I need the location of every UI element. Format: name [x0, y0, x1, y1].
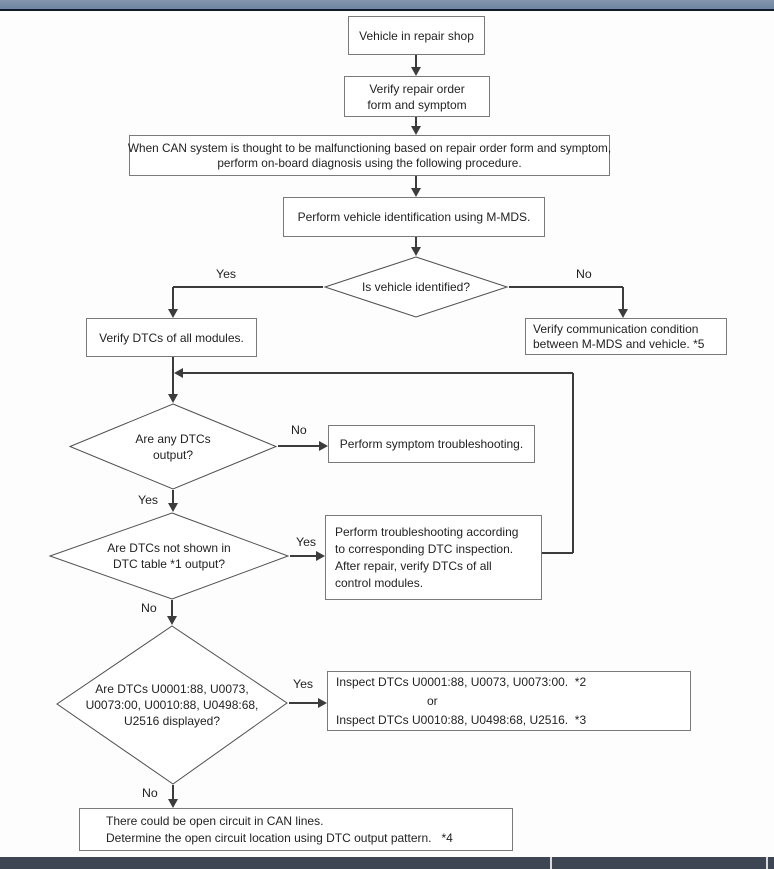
- diamond-shape: [56, 625, 288, 785]
- branch-label-yes: Yes: [216, 267, 237, 281]
- connector-line: [415, 237, 417, 248]
- branch-label-no: No: [576, 267, 592, 281]
- diamond-shape: [323, 256, 509, 318]
- arrowhead-down-icon: [411, 126, 421, 135]
- branch-label-yes: Yes: [296, 535, 317, 549]
- arrowhead-down-icon: [411, 247, 421, 256]
- decision-dtcs-not-in-table: Are DTCs not shown in DTC table *1 outpu…: [48, 512, 290, 600]
- connector-line: [415, 176, 417, 189]
- arrowhead-left-icon: [174, 368, 183, 378]
- arrowhead-down-icon: [167, 616, 177, 625]
- decision-text-line: U2516 displayed?: [123, 714, 221, 728]
- connector-line: [172, 357, 174, 395]
- decision-dtc-codes-displayed: Are DTCs U0001:88, U0073, U0073:00, U001…: [55, 625, 289, 785]
- node-text-line: perform on-board diagnosis using the fol…: [217, 155, 522, 170]
- node-inspect-dtcs: Inspect DTCs U0001:88, U0073, U0073:00. …: [327, 671, 691, 731]
- arrowhead-right-icon: [319, 441, 328, 451]
- decision-text-line: U0073:00, U0010:88, U0498:68,: [85, 698, 259, 712]
- node-verify-communication: Verify communication condition between M…: [525, 318, 727, 355]
- node-vehicle-identification: Perform vehicle identification using M-M…: [283, 197, 545, 237]
- connector-line: [278, 445, 320, 447]
- arrowhead-down-icon: [411, 67, 421, 76]
- connector-line: [509, 286, 623, 288]
- arrowhead-down-icon: [411, 188, 421, 197]
- connector-line: [172, 490, 174, 504]
- diamond-shape: [68, 403, 278, 490]
- diamond-shape: [48, 512, 290, 600]
- connector-line: [173, 286, 323, 288]
- arrowhead-right-icon: [316, 551, 325, 561]
- node-text-line: Inspect DTCs U0010:88, U0498:68, U2516. …: [336, 712, 587, 727]
- node-verify-repair-order: Verify repair order form and symptom: [344, 76, 490, 117]
- decision-is-vehicle-identified: Is vehicle identified?: [323, 256, 509, 318]
- node-text-line: Vehicle in repair shop: [359, 28, 474, 43]
- connector-line: [183, 372, 573, 374]
- arrowhead-down-icon: [618, 309, 628, 318]
- node-text-line: form and symptom: [367, 97, 467, 112]
- branch-label-yes: Yes: [293, 677, 314, 691]
- arrowhead-down-icon: [168, 394, 178, 403]
- bottom-bar-divider: [766, 857, 768, 869]
- node-text-line: Inspect DTCs U0001:88, U0073, U0073:00. …: [336, 674, 587, 689]
- decision-any-dtcs-output: Are any DTCs output?: [68, 403, 278, 490]
- decision-text-line: output?: [152, 447, 194, 462]
- connector-line: [290, 555, 317, 557]
- decision-text-line: DTC table *1 output?: [112, 557, 226, 571]
- connector-line: [415, 117, 417, 127]
- node-text-line: or: [427, 693, 438, 708]
- node-text-line: to corresponding DTC inspection.: [335, 541, 514, 556]
- arrowhead-down-icon: [168, 309, 178, 318]
- node-text-line: Perform troubleshooting according: [335, 524, 519, 539]
- node-text-line: Determine the open circuit location usin…: [106, 830, 453, 845]
- node-text-line: Verify repair order: [369, 81, 465, 96]
- connector-line: [572, 373, 574, 553]
- node-text-line: When CAN system is thought to be malfunc…: [127, 140, 612, 155]
- bottom-bar-divider: [550, 857, 552, 869]
- node-text-line: control modules.: [335, 575, 424, 590]
- node-text-line: There could be open circuit in CAN lines…: [106, 813, 324, 828]
- branch-label-no: No: [291, 423, 307, 437]
- node-text-line: Verify communication condition: [533, 321, 699, 336]
- node-dtc-inspection-troubleshooting: Perform troubleshooting according to cor…: [325, 515, 542, 600]
- node-text-line: Perform vehicle identification using M-M…: [297, 210, 531, 224]
- connector-line: [172, 785, 174, 800]
- decision-text-line: Are any DTCs: [135, 431, 211, 446]
- decision-text-line: Are DTCs not shown in: [107, 541, 231, 555]
- connector-line: [415, 55, 417, 68]
- connector-line: [172, 287, 174, 310]
- node-verify-dtcs-all-modules: Verify DTCs of all modules.: [86, 318, 257, 357]
- branch-label-no: No: [141, 601, 157, 615]
- decision-text-line: Are DTCs U0001:88, U0073,: [95, 682, 249, 696]
- node-vehicle-in-repair-shop: Vehicle in repair shop: [348, 16, 485, 55]
- node-text-line: After repair, verify DTCs of all: [335, 558, 492, 573]
- connector-line: [171, 600, 173, 617]
- connector-line: [622, 287, 624, 310]
- window-top-bar: [0, 0, 774, 11]
- connector-line: [542, 552, 573, 554]
- window-bottom-bar: [0, 857, 774, 869]
- arrowhead-down-icon: [168, 799, 178, 808]
- node-open-circuit-conclusion: There could be open circuit in CAN lines…: [79, 808, 513, 851]
- node-text-line: Verify DTCs of all modules.: [99, 330, 244, 345]
- connector-line: [289, 702, 319, 704]
- arrowhead-right-icon: [318, 698, 327, 708]
- branch-label-yes: Yes: [138, 493, 159, 507]
- node-text-line: between M-MDS and vehicle. *5: [533, 336, 705, 351]
- arrowhead-down-icon: [168, 503, 178, 512]
- node-text-line: Perform symptom troubleshooting.: [339, 437, 524, 451]
- decision-text-line: Is vehicle identified?: [361, 280, 471, 294]
- branch-label-no: No: [142, 786, 158, 800]
- node-symptom-troubleshooting: Perform symptom troubleshooting.: [328, 425, 535, 463]
- node-can-malfunction-note: When CAN system is thought to be malfunc…: [127, 135, 612, 176]
